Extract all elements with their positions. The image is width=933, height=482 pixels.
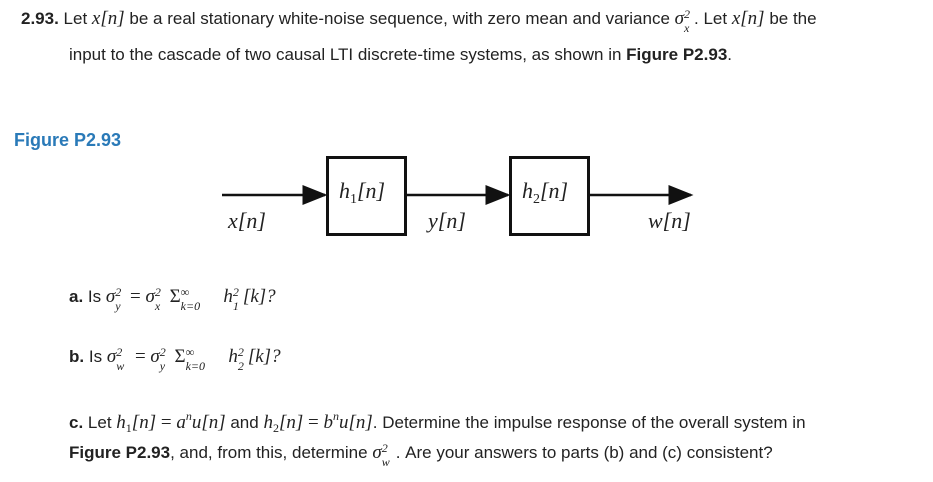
- block1-label: h1[n]: [339, 178, 386, 207]
- math-x-n-2: x[n]: [731, 8, 765, 29]
- figure-title: Figure P2.93: [14, 130, 122, 150]
- system-block-h2: [509, 156, 590, 236]
- middle-label: y[n]: [428, 208, 466, 233]
- problem-line-1: 2.93. Let x[n] be a real stationary whit…: [21, 7, 817, 35]
- output-label: w[n]: [648, 208, 691, 233]
- part-c-line-1: c. Let h1[n] = anu[n] and h2[n] = bnu[n]…: [69, 409, 806, 435]
- math-x-n: x[n]: [91, 8, 125, 29]
- problem-number: 2.93.: [21, 9, 59, 28]
- part-c-line-2: Figure P2.93, and, from this, determine …: [69, 441, 773, 469]
- input-label: x[n]: [228, 208, 266, 233]
- problem-line-2: input to the cascade of two causal LTI d…: [69, 45, 733, 64]
- math-h2-def: h2[n] = bnu[n]: [263, 409, 373, 435]
- figure-reference-2: Figure P2.93: [69, 443, 171, 462]
- system-block-h1: [326, 156, 407, 236]
- figure-reference: Figure P2.93: [626, 45, 728, 64]
- math-h1-def: h1[n] = anu[n]: [116, 409, 226, 435]
- block2-label: h2[n]: [522, 178, 569, 207]
